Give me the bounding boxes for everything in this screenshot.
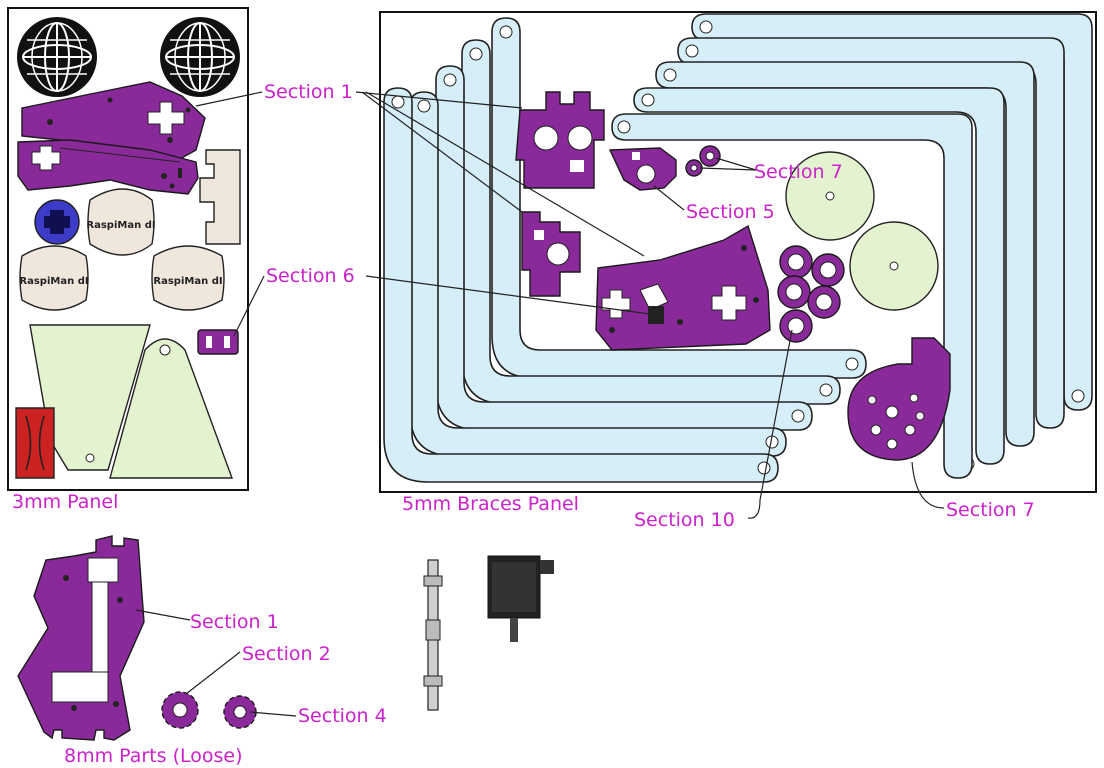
leader-lines [135,91,945,717]
panel-3mm: RaspiMan dI RaspiMan dI RaspiMan dI 3mm … [7,7,249,513]
section-labels: Section 1 Section 6 Section 7 Section 5 … [190,81,1035,727]
purple-small-part-3mm [197,329,239,355]
label-section-4: Section 4 [298,705,387,727]
sphere-grid-left [17,17,97,97]
gear-section2 [161,691,199,729]
logo-oval-1-text: RaspiMan dI [86,220,155,231]
purple-part-mid-holder [521,211,581,297]
braces-right-stack [611,13,1093,479]
purple-small-gear-section7 [685,145,721,177]
red-part [15,407,55,479]
gear-section4 [223,695,257,729]
purple-main-plate [595,224,771,351]
stepper-motor-part [487,555,554,642]
green-panel-right [109,338,234,479]
purple-rings-section10 [777,245,845,343]
purple-part-top-holder [515,91,605,189]
label-section-6: Section 6 [266,265,355,287]
label-5mm-braces-panel: 5mm Braces Panel [402,493,579,515]
panel-5mm: 5mm Braces Panel [379,11,1097,515]
braces-left-stack [383,17,867,483]
cream-bracket [199,149,241,245]
label-section-7-top: Section 7 [754,161,843,183]
label-section-1-bottom: Section 1 [190,611,279,633]
shaft-part [423,559,443,711]
purple-plate-lower [17,139,199,195]
label-8mm-parts: 8mm Parts (Loose) [64,745,243,767]
logo-oval-3: RaspiMan dI [151,245,225,311]
label-section-10: Section 10 [634,509,735,531]
logo-oval-2-text: RaspiMan dI [19,276,88,287]
sphere-grid-right [160,17,240,97]
label-section-2: Section 2 [242,643,331,665]
logo-oval-2: RaspiMan dI [19,245,89,311]
blue-disc [34,199,80,245]
label-section-5: Section 5 [686,201,775,223]
logo-oval-3-text: RaspiMan dI [153,276,222,287]
green-disc-1 [785,151,875,241]
purple-part-section5 [608,147,677,191]
label-section-1-top: Section 1 [264,81,353,103]
green-disc-2 [849,221,939,311]
label-section-7-bottom: Section 7 [946,499,1035,521]
logo-oval-1: RaspiMan dI [86,188,156,256]
label-3mm-panel: 3mm Panel [12,491,118,513]
purple-round-bracket [847,337,951,461]
parts-8mm: 8mm Parts (Loose) [17,535,554,767]
purple-large-frame-8mm [17,535,145,741]
